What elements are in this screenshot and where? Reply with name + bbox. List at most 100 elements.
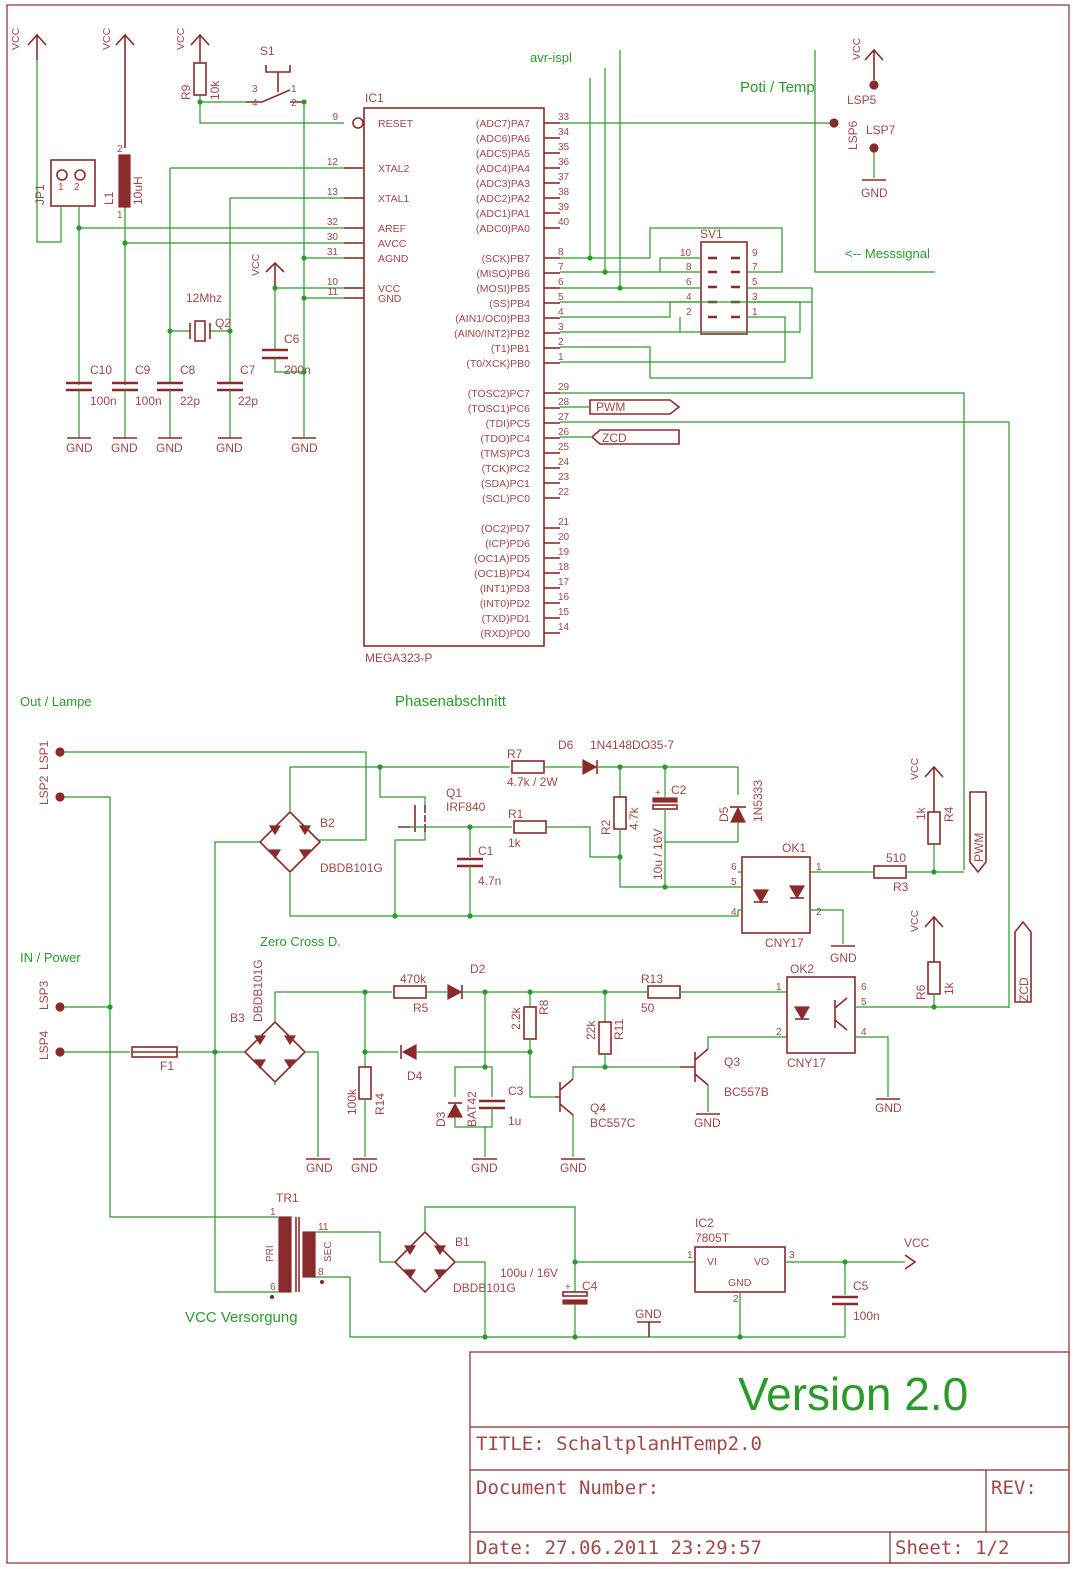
pin-number: 9 <box>332 112 338 123</box>
svg-text:1: 1 <box>291 84 297 95</box>
resistor-r3: 510 R3 <box>873 851 909 894</box>
resistor-r11: 22k R11 <box>584 992 680 1068</box>
svg-text:3: 3 <box>252 84 258 95</box>
ic1-pin-19: 19(OC1A)PD5 <box>474 547 570 565</box>
capacitor-c4: + 100u / 16V C4 <box>500 1262 598 1337</box>
gnd-row-top: GND GND GND GND GND <box>66 437 318 455</box>
svg-text:B2: B2 <box>320 816 335 830</box>
pin-name: (TDO)PC4 <box>480 433 530 445</box>
lsp6: LSP6 <box>829 118 860 150</box>
ic1-pin-5: 5(SS)PB4 <box>489 292 564 310</box>
ic1-pin-22: 22(SCL)PC0 <box>482 487 569 505</box>
svg-text:R2: R2 <box>599 819 613 835</box>
pin-name: GND <box>378 293 402 305</box>
svg-text:C1: C1 <box>478 844 494 858</box>
pin-name: XTAL2 <box>378 163 409 175</box>
svg-text:4: 4 <box>686 292 692 303</box>
svg-text:100n: 100n <box>90 394 117 408</box>
ic1-left-pins: 9RESET12XTAL213XTAL132AREF30AVCC31AGND10… <box>327 112 414 305</box>
svg-text:VCC: VCC <box>250 253 262 276</box>
svg-text:10k: 10k <box>208 80 222 100</box>
ic1-pin-27: 27(TDI)PC5 <box>486 412 570 430</box>
ic1-pin-7: 7(MISO)PB6 <box>476 262 564 280</box>
svg-text:LSP7: LSP7 <box>866 123 896 137</box>
svg-text:1: 1 <box>816 862 822 873</box>
resistor-r1: R1 1k <box>508 807 547 850</box>
version-text: Version 2.0 <box>738 1368 968 1420</box>
resistor-r4: 1k R4 <box>914 806 956 872</box>
pin-name: (ADC4)PA4 <box>476 163 530 175</box>
ic1-pin-1: 1(T0/XCK)PB0 <box>466 352 564 370</box>
svg-text:C7: C7 <box>240 363 256 377</box>
svg-text:GND: GND <box>635 1307 662 1321</box>
svg-text:SV1: SV1 <box>700 227 723 241</box>
capacitor-c8: C8 22p <box>157 363 200 438</box>
pin-name: (MOSI)PB5 <box>476 283 530 295</box>
svg-text:Q3: Q3 <box>724 1055 740 1069</box>
svg-text:D4: D4 <box>407 1069 423 1083</box>
ic1-pin-28: 28(TOSC1)PC6 <box>468 397 570 415</box>
pin-name: (ICP)PD6 <box>485 538 530 550</box>
pin-name: (ADC2)PA2 <box>476 193 530 205</box>
svg-text:R6: R6 <box>914 984 928 1000</box>
svg-text:1: 1 <box>776 982 782 993</box>
svg-text:1k: 1k <box>508 836 522 850</box>
svg-text:CNY17: CNY17 <box>787 1056 826 1070</box>
svg-text:2.2k: 2.2k <box>509 1006 523 1030</box>
vcc-symbol-r6: VCC <box>909 909 944 962</box>
svg-text:GND: GND <box>471 1161 498 1175</box>
ic1-pin-34: 34(ADC6)PA6 <box>476 127 570 145</box>
svg-text:GND: GND <box>728 1277 752 1289</box>
resistor-r13: R13 50 <box>641 972 681 1015</box>
svg-text:22k: 22k <box>584 1020 598 1040</box>
pin-name: (AIN0/INT2)PB2 <box>454 328 530 340</box>
pin-number: 30 <box>327 232 339 243</box>
pin-number: 2 <box>558 337 564 348</box>
svg-text:IRF840: IRF840 <box>446 800 486 814</box>
ic1-pin-14: 14(RXD)PD0 <box>480 622 569 640</box>
pin-name: (INT1)PD3 <box>480 583 530 595</box>
resistor-r8: 2.2k R8 <box>509 992 555 1098</box>
pin-name: (TMS)PC3 <box>480 448 530 460</box>
pin-name: (TOSC2)PC7 <box>468 388 530 400</box>
pin-number: 21 <box>558 517 570 528</box>
svg-text:VCC: VCC <box>904 1236 930 1250</box>
doc-number-text: Document Number: <box>476 1477 659 1499</box>
svg-text:5: 5 <box>731 877 737 888</box>
svg-text:VCC: VCC <box>101 27 113 50</box>
diode-d6: D6 1N4148DO35-7 <box>558 738 674 776</box>
pin-name: (SDA)PC1 <box>481 478 530 490</box>
svg-text:R7: R7 <box>507 747 523 761</box>
ic1-pin-6: 6(MOSI)PB5 <box>476 277 564 295</box>
ic1-pin-36: 36 (ADC4)PA4 <box>476 157 570 175</box>
svg-text:C3: C3 <box>508 1084 524 1098</box>
ic1-pin-3: 3(AIN0/INT2)PB2 <box>454 322 564 340</box>
pin-name: (ADC6)PA6 <box>476 133 530 145</box>
svg-text:F1: F1 <box>160 1059 174 1073</box>
svg-text:4: 4 <box>731 907 737 918</box>
svg-text:200n: 200n <box>284 363 311 377</box>
ic1-pin-18: 18(OC1B)PD4 <box>474 562 570 580</box>
svg-text:SEC: SEC <box>323 1241 334 1262</box>
svg-text:CNY17: CNY17 <box>765 936 804 950</box>
svg-text:4: 4 <box>252 98 258 109</box>
pin-name: (OC2)PD7 <box>481 523 530 535</box>
in-power-label: IN / Power <box>20 950 81 965</box>
resistor-r5: 470k R5 <box>393 972 429 1015</box>
svg-text:C2: C2 <box>671 783 687 797</box>
ic1-pin-33: 33(ADC7)PA7 <box>476 112 570 130</box>
svg-text:VI: VI <box>707 1256 717 1268</box>
pin-number: 26 <box>558 427 570 438</box>
ic1-pin-29: 29(TOSC2)PC7 <box>468 382 570 400</box>
svg-text:BC557B: BC557B <box>724 1085 769 1099</box>
svg-text:2: 2 <box>686 307 692 318</box>
pin-number: 36 <box>558 157 570 168</box>
svg-text:B1: B1 <box>455 1235 470 1249</box>
pin-number: 13 <box>327 187 339 198</box>
svg-text:VCC: VCC <box>175 27 187 50</box>
svg-text:6: 6 <box>686 277 692 288</box>
svg-text:C6: C6 <box>284 332 300 346</box>
